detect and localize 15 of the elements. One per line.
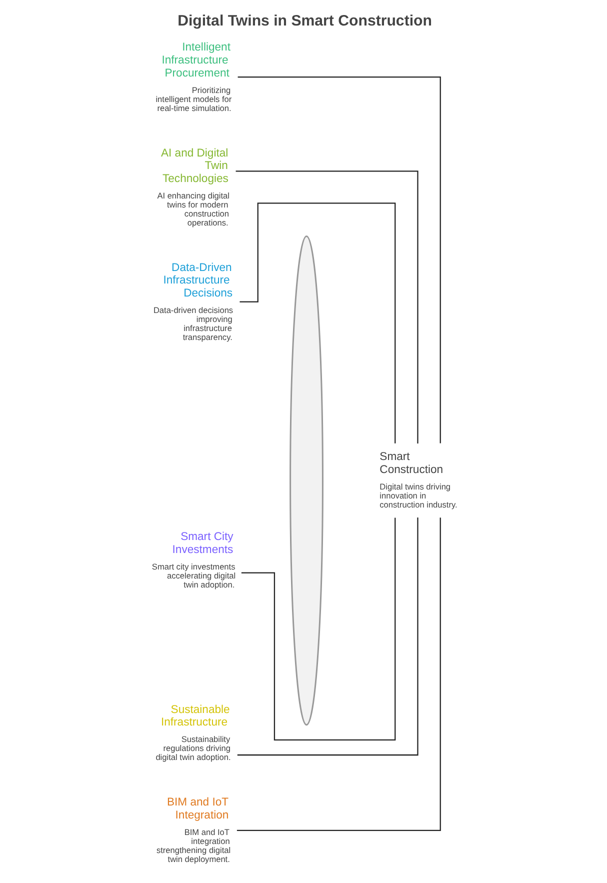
connector	[236, 170, 418, 444]
node-text: Sustainable Infrastructure Sustainability regulations driving digital twin adoption.	[156, 704, 231, 762]
connector	[236, 518, 441, 831]
node-text: Smart Construction Digital twins driving innovation in construction industry.	[380, 451, 458, 510]
connector	[240, 202, 396, 444]
node-text: Data-Driven Infrastructure Decisions Data-driven decisions improving infrastructure transparency.	[153, 262, 234, 342]
node-text: BIM and IoT Integration BIM and IoT integration strengthening digital twin deployment.	[156, 796, 231, 864]
connector	[238, 76, 441, 444]
node-text: Intelligent Infrastructure Procurement Prioritizing intelligent models for real-time simulation.	[156, 42, 232, 113]
node-text: AI and Digital Twin Technologies AI enhancing digital twins for modern construction operations.	[157, 147, 230, 228]
node-ellipse	[290, 235, 324, 726]
node-text: Smart City Investments Smart city investments accelerating digital twin adoption.	[152, 531, 236, 590]
diagram-title: Digital Twins in Smart Construction	[178, 12, 432, 30]
connector	[241, 518, 396, 740]
connector	[237, 518, 418, 756]
